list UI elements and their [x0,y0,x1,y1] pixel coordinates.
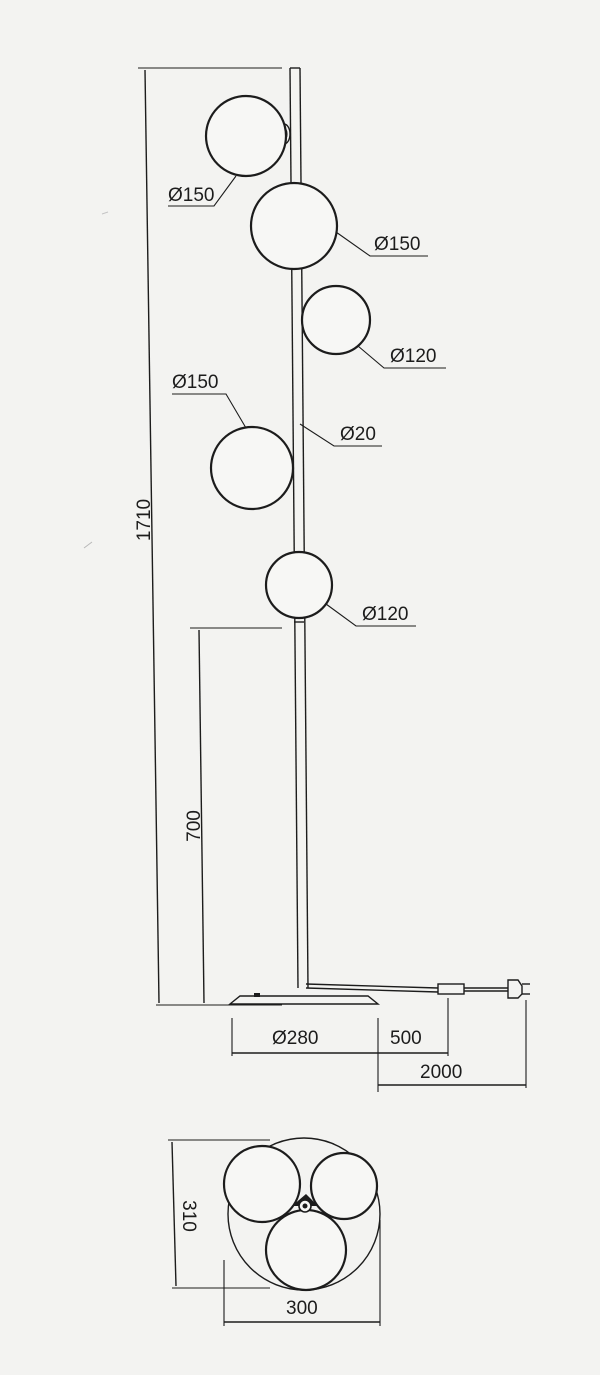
top-view-width-label: 300 [286,1298,318,1319]
globe-mid-right [300,284,372,356]
top-globe-right [309,1151,379,1221]
globe-mid-left-callout: Ø150 [172,372,247,429]
lamp-base [228,993,380,1005]
top-view-hub [292,1194,318,1213]
paper-specks [83,211,109,549]
globe-top-left-callout: Ø150 [168,175,237,207]
globe-top-right [249,181,339,271]
top-globe-left [222,1144,302,1224]
inline-switch [437,983,465,995]
height-lower-dimension: 700 [184,627,282,1004]
globe-top-left-label: Ø150 [168,185,214,206]
globe-bottom [264,550,334,620]
globe-top-left [204,94,288,178]
globe-mid-right-label: Ø120 [390,346,436,367]
height-total-dimension: 1710 [134,67,282,1006]
globe-top-right-label: Ø150 [374,234,420,255]
power-cable [305,979,530,999]
stem-callout: Ø20 [299,423,382,447]
top-globe-bottom [264,1208,348,1292]
top-view-depth-dimension: 310 [168,1139,270,1289]
globe-mid-left [209,425,295,511]
side-view: 1710 700 [134,67,530,1092]
plug-icon [507,979,523,999]
globe-mid-right-callout: Ø120 [357,345,446,369]
cable-length-label: 2000 [420,1062,462,1083]
height-lower-label: 700 [184,810,205,842]
height-total-label: 1710 [134,499,155,541]
top-view-width-dimension: 300 [223,1220,381,1326]
globe-bottom-callout: Ø120 [325,603,416,627]
globe-top-right-callout: Ø150 [335,231,428,257]
switch-distance-label: 500 [390,1028,422,1049]
base-dimension: Ø280 500 2000 [231,998,527,1092]
top-view-depth-label: 310 [178,1200,199,1232]
base-diameter-label: Ø280 [272,1028,318,1049]
top-view: 310 300 [168,1137,381,1326]
globe-mid-left-label: Ø150 [172,372,218,393]
globe-bottom-label: Ø120 [362,604,408,625]
stem-label: Ø20 [340,424,376,445]
